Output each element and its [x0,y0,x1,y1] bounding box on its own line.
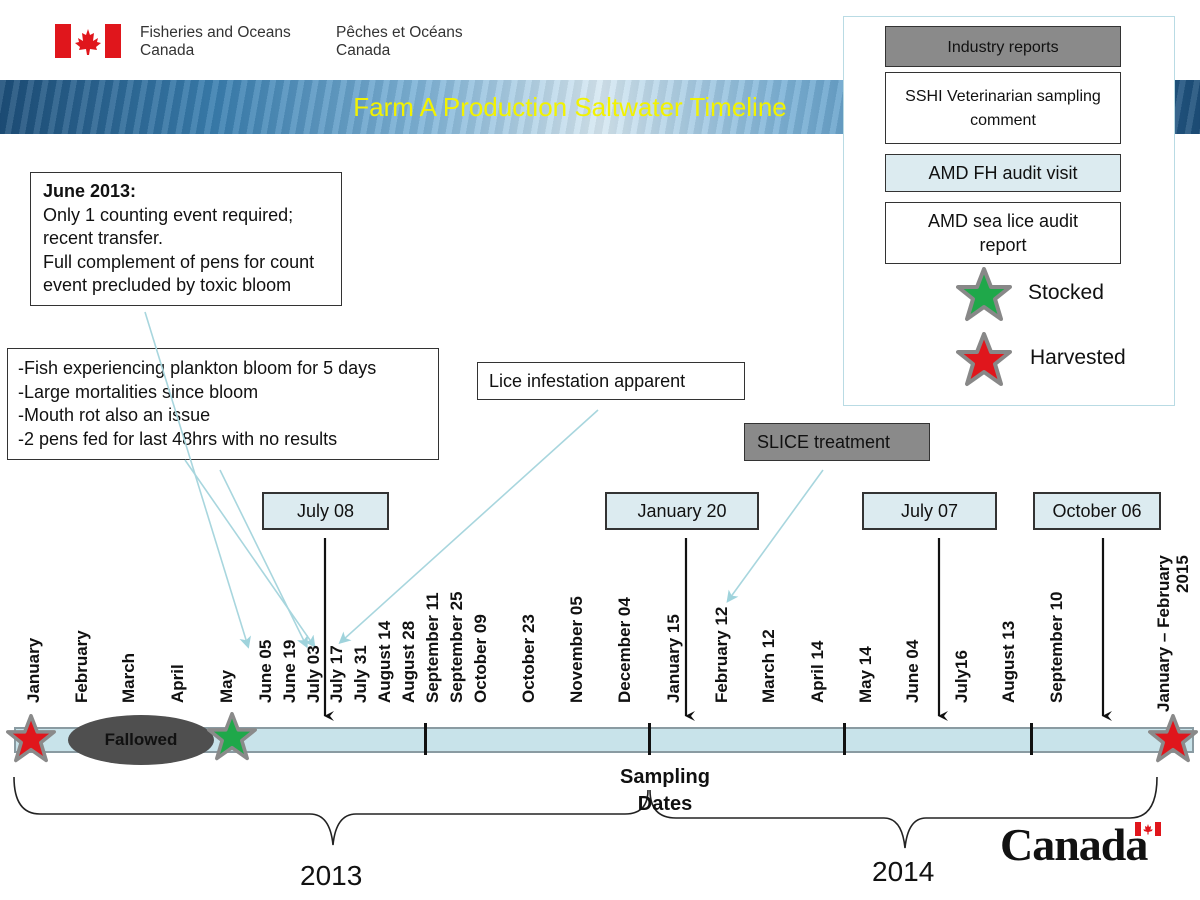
stocked-star-icon [207,712,257,761]
sampling-date-label: August 13 [999,620,1018,703]
sampling-date-label: October 23 [519,614,538,703]
legend-industry-reports: Industry reports [885,26,1121,67]
harvested-star-icon [1148,714,1198,763]
year-2013: 2013 [300,860,363,891]
bloom-note: -Fish experiencing plankton bloom for 5 … [7,348,439,460]
harvested-star-icon [956,332,1012,386]
canada-flag-icon [55,24,121,58]
legend: Industry reports SSHI Veterinarian sampl… [843,16,1175,406]
sampling-date-label: September 25 [447,591,466,704]
sampling-date-label: July 03 [304,645,323,703]
date-box-july-08: July 08 [262,492,389,530]
timeline-divider [424,723,427,755]
sampling-date-label: June 04 [903,639,922,703]
sampling-date-label: July 17 [327,645,346,703]
sampling-date-label: July16 [952,650,971,703]
lice-note: Lice infestation apparent [477,362,745,400]
sampling-date-label: December 04 [615,597,634,703]
sampling-date-label: November 05 [567,596,586,703]
sampling-date-label: April 14 [808,640,827,703]
date-box-july-07: July 07 [862,492,997,530]
month-label: April [168,664,187,703]
sampling-date-label: January 15 [664,614,683,703]
sampling-date-label: February 12 [712,606,731,703]
sampling-date-label: September 10 [1047,591,1066,704]
wordmark-flag-icon [1135,822,1161,836]
timeline-divider [1030,723,1033,755]
date-box-january-20: January 20 [605,492,759,530]
sampling-date-label: June 19 [280,639,299,703]
legend-amd-fh-audit: AMD FH audit visit [885,154,1121,192]
month-label: February [72,630,91,703]
slice-treatment-note: SLICE treatment [744,423,930,461]
june-2013-note: June 2013: Only 1 counting event require… [30,172,342,306]
timeline-divider [843,723,846,755]
timeline-divider [648,723,651,755]
month-label: May [217,669,236,703]
month-label: March [119,652,138,703]
legend-stocked-label: Stocked [1028,281,1104,304]
month-label: January [24,637,43,703]
harvested-star-icon [6,714,56,763]
sampling-date-label: March 12 [759,629,778,703]
sampling-date-label: October 09 [471,614,490,703]
sampling-date-label: September 11 [423,592,442,703]
sampling-date-label: July 31 [351,645,370,703]
canada-wordmark: Canada [1000,819,1148,870]
legend-harvested-label: Harvested [1030,346,1126,369]
sampling-date-label: June 05 [256,639,275,703]
year-2014: 2014 [872,856,935,887]
sampling-date-label: August 28 [399,620,418,703]
sampling-date-label: August 14 [375,620,394,703]
sampling-date-label: May 14 [856,646,875,703]
date-box-october-06: October 06 [1033,492,1161,530]
page-title: Farm A Production Saltwater Timeline [353,92,787,122]
stocked-star-icon [956,267,1012,321]
fallowed-period: Fallowed [68,715,214,765]
